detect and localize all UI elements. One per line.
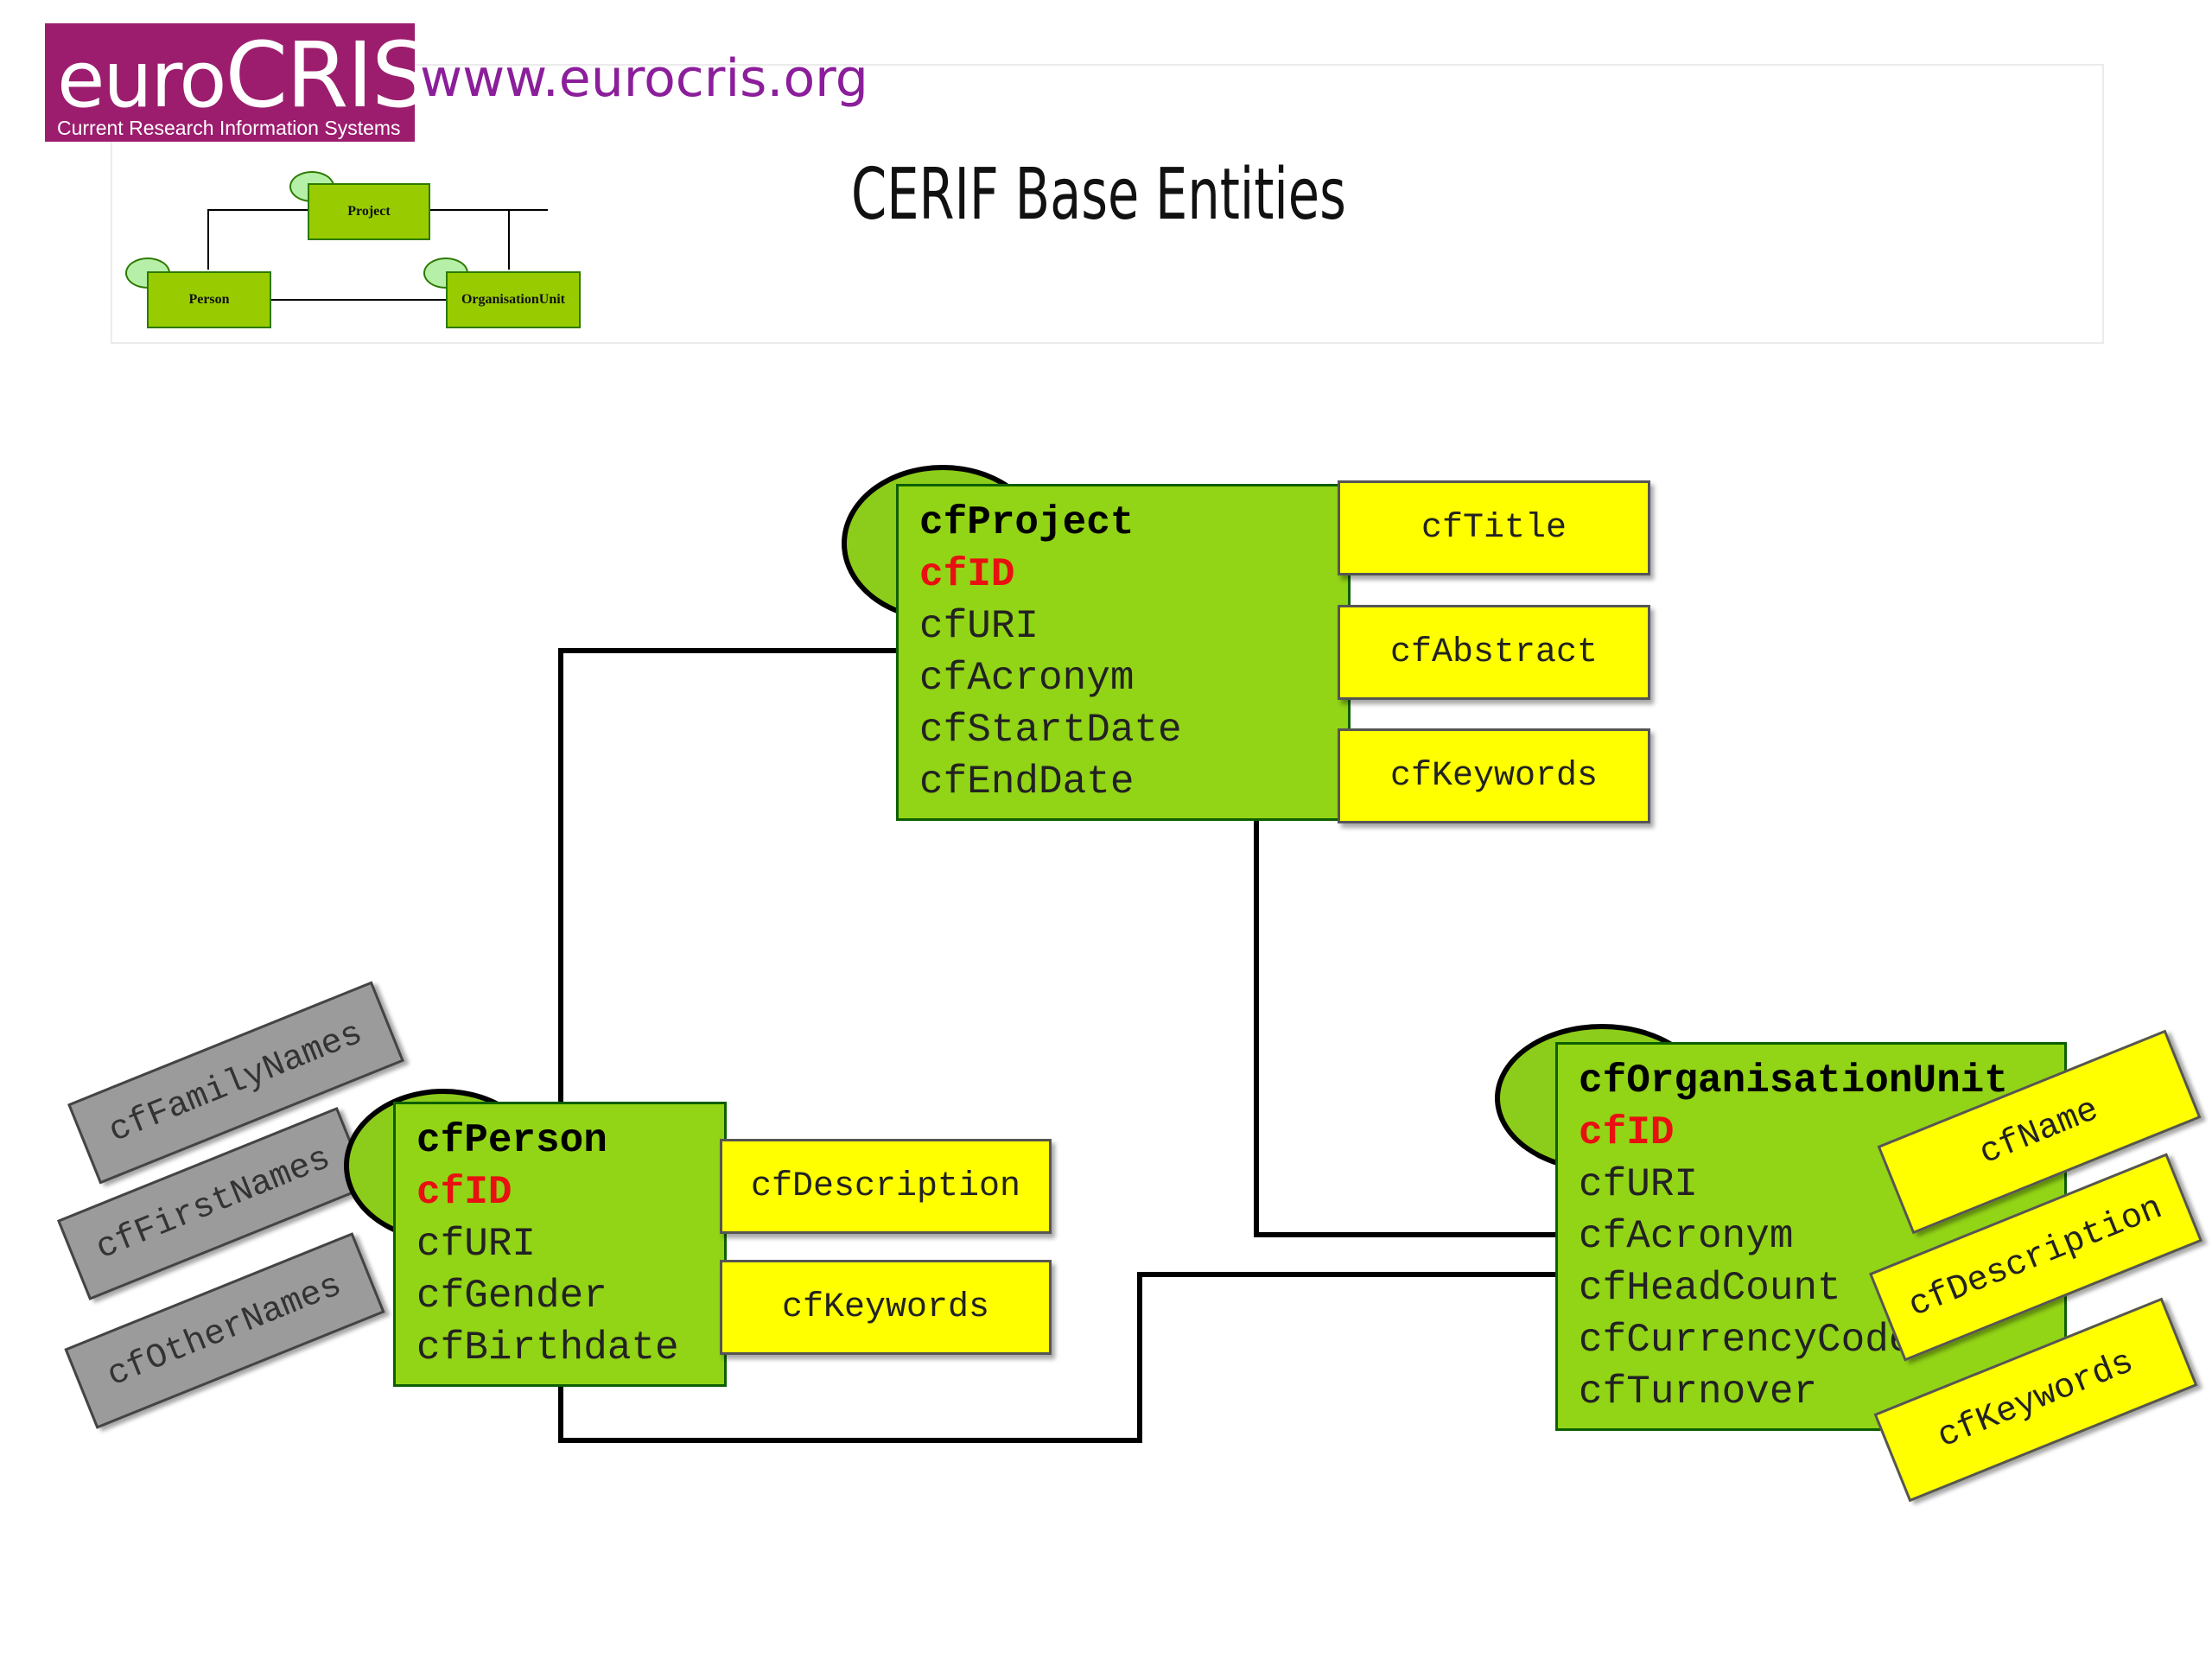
person-entity[interactable]: cfPerson cfID cfURI cfGender cfBirthdate	[393, 1102, 727, 1387]
eurocris-logo: euroCRIS Current Research Information Sy…	[45, 23, 429, 142]
person-lang-attr[interactable]: cfDescription	[720, 1139, 1052, 1234]
person-attr: cfGender	[416, 1274, 607, 1319]
org-attr: cfAcronym	[1579, 1214, 1794, 1259]
project-attr: cfEndDate	[919, 760, 1135, 804]
project-id-field: cfID	[919, 552, 1015, 597]
mini-project-box: Project	[308, 183, 430, 240]
project-entity-name: cfProject	[919, 500, 1135, 545]
logo-wordmark: euroCRIS	[57, 22, 429, 128]
connector-project-person-top	[558, 648, 897, 653]
project-attr: cfStartDate	[919, 708, 1182, 753]
title-banner	[111, 64, 2104, 344]
project-attr: cfAcronym	[919, 656, 1135, 701]
connector-person-org-vertical-right	[1137, 1272, 1142, 1443]
person-id-field: cfID	[416, 1170, 512, 1215]
org-id-field: cfID	[1579, 1110, 1675, 1155]
connector-project-person-vertical	[558, 648, 563, 1104]
project-lang-attr[interactable]: cfAbstract	[1338, 605, 1650, 700]
mini-person-box: Person	[147, 271, 271, 328]
project-lang-attr[interactable]: cfKeywords	[1338, 728, 1650, 823]
connector-project-org-bottom	[1254, 1232, 1556, 1237]
connector-person-org-vertical-left	[558, 1382, 563, 1443]
connector-project-org-vertical	[1254, 819, 1259, 1237]
mini-org-box: OrganisationUnit	[446, 271, 581, 328]
person-entity-name: cfPerson	[416, 1118, 607, 1163]
mini-diagram: Project Person OrganisationUnit	[121, 164, 588, 337]
person-attr: cfBirthdate	[416, 1325, 679, 1370]
logo-tagline: Current Research Information Systems	[57, 117, 401, 139]
org-attr: cfHeadCount	[1579, 1266, 1841, 1311]
org-attr: cfURI	[1579, 1162, 1699, 1207]
person-lang-attr[interactable]: cfKeywords	[720, 1260, 1052, 1355]
connector-person-org-top	[1137, 1272, 1557, 1277]
project-lang-attr[interactable]: cfTitle	[1338, 480, 1650, 575]
org-entity-name: cfOrganisationUnit	[1579, 1058, 2008, 1103]
connector-person-org-bottom	[558, 1438, 1142, 1443]
org-attr: cfTurnover	[1579, 1370, 1818, 1414]
project-attr: cfURI	[919, 604, 1039, 649]
project-entity[interactable]: cfProject cfID cfURI cfAcronym cfStartDa…	[896, 484, 1351, 821]
page-title: CERIF Base Entities	[851, 154, 1346, 236]
org-attr: cfCurrencyCode	[1579, 1318, 1913, 1363]
person-attr: cfURI	[416, 1222, 537, 1267]
website-link[interactable]: www.eurocris.org	[420, 48, 868, 109]
